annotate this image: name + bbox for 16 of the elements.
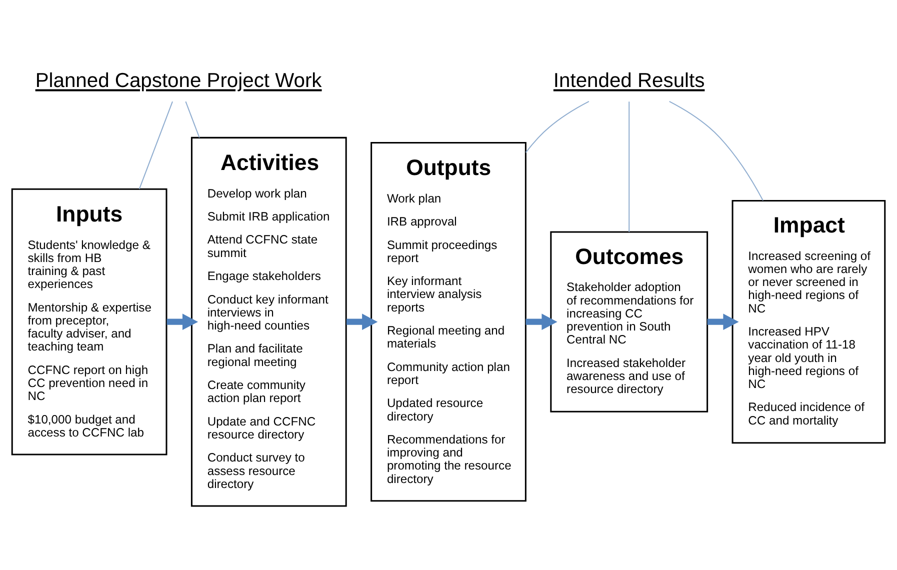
node-text: Intended Results xyxy=(553,70,705,92)
node-box: Outcomes Stakeholder adoption of recommendations for increasing CC prevention in South Central NC Increased stakeholder awareness and use of resource directory xyxy=(550,230,708,412)
arrow xyxy=(707,313,739,330)
connector xyxy=(628,101,630,232)
node-box: Activities Develop work plan Submit IRB application Attend CCFNC state summit Engage stakeholders Conduct key informant interviews in high-need counties Plan and facilitate regional meeting Create community action plan report Update and CCFNC resource directory Conduct survey to assess resource directory xyxy=(190,136,347,506)
arrow xyxy=(346,313,378,330)
node-text: Planned Capstone Project Work xyxy=(35,70,322,92)
arrow xyxy=(166,313,198,330)
connector xyxy=(185,100,200,138)
connector xyxy=(669,100,764,200)
node-box: Inputs Students' knowledge & skills from HB training & past experiences Mentorship & expertise from preceptor, faculty adviser, and teaching team CCFNC report on high CC prevention need in NC $10,000 budget and access to CCFNC lab xyxy=(11,188,168,455)
connector xyxy=(525,100,590,152)
node-box: Impact Increased screening of women who are rarely or never screened in high-need regions of NC Increased HPV vaccination of 11-18 year old youth in high-need regions of NC Reduced incidence of CC and mortality xyxy=(732,199,886,444)
connector xyxy=(138,100,173,189)
arrow xyxy=(526,313,558,330)
node-box: Outputs Work plan IRB approval Summit proceedings report Key informant interview analysis reports Regional meeting and materials Community action plan report Updated resource directory Recommendations for improving and promoting the resource directory xyxy=(370,141,526,502)
